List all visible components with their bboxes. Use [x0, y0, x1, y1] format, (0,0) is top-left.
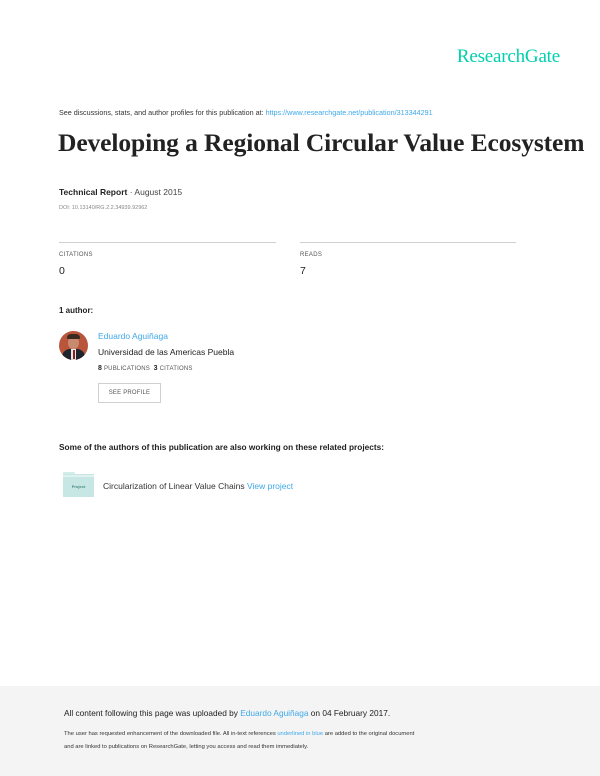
citations-label: CITATIONS: [59, 252, 93, 258]
publication-type-line: Technical Report · August 2015: [59, 187, 182, 197]
enhancement-note-line-1: The user has requested enhancement of th…: [64, 731, 414, 737]
publication-url-link[interactable]: https://www.researchgate.net/publication…: [265, 108, 433, 117]
publication-title: Developing a Regional Circular Value Eco…: [58, 128, 585, 157]
folder-tab: [63, 472, 75, 475]
upload-footer: All content following this page was uplo…: [0, 686, 600, 776]
publication-date: August 2015: [134, 187, 183, 197]
author-institution: Universidad de las Americas Puebla: [98, 347, 235, 357]
folder-strip: [63, 475, 94, 477]
upload-suffix: on 04 February 2017.: [308, 708, 391, 718]
reads-divider: [300, 242, 516, 243]
date-separator: ·: [127, 187, 135, 197]
underlined-in-blue-text: underlined in blue: [277, 731, 324, 737]
researchgate-logo[interactable]: ResearchGate: [456, 46, 560, 67]
author-publications-label: PUBLICATIONS: [103, 366, 150, 372]
publication-doi: DOI: 10.13140/RG.2.2.34939.92962: [59, 205, 148, 211]
enhancement-note-line-2: and are linked to publications on Resear…: [64, 744, 309, 750]
project-item: Circularization of Linear Value Chains V…: [103, 481, 293, 491]
upload-prefix: All content following this page was uplo…: [64, 708, 241, 718]
note-suffix: are added to the original document: [323, 731, 415, 737]
project-folder-icon[interactable]: Project: [63, 472, 94, 497]
view-project-link[interactable]: View project: [246, 481, 294, 491]
see-profile-button[interactable]: SEE PROFILE: [98, 383, 161, 403]
author-publications-count: 8: [98, 365, 103, 372]
avatar-tie: [72, 350, 75, 359]
uploader-link[interactable]: Eduardo Aguiñaga: [240, 708, 309, 718]
folder-body: [63, 474, 94, 497]
reads-label: READS: [300, 252, 323, 258]
avatar-hair: [67, 334, 80, 339]
publication-type: Technical Report: [59, 187, 128, 197]
author-avatar[interactable]: [59, 331, 88, 360]
author-citations-label: CITATIONS: [159, 366, 193, 372]
citations-value: 0: [59, 265, 65, 277]
see-line-prefix: See discussions, stats, and author profi…: [59, 108, 266, 117]
reads-value: 7: [300, 265, 306, 277]
author-stats: 8 PUBLICATIONS 3 CITATIONS: [98, 365, 193, 372]
project-icon-label: Project: [71, 484, 86, 489]
project-title: Circularization of Linear Value Chains: [103, 481, 245, 491]
author-name-link[interactable]: Eduardo Aguiñaga: [98, 331, 168, 341]
avatar-face: [68, 336, 79, 349]
note-prefix: The user has requested enhancement of th…: [64, 731, 278, 737]
publication-source-line: See discussions, stats, and author profi…: [59, 108, 433, 117]
upload-info: All content following this page was uplo…: [64, 708, 390, 718]
author-citations-count: 3: [153, 365, 158, 372]
citations-divider: [59, 242, 276, 243]
related-projects-heading: Some of the authors of this publication …: [59, 442, 385, 452]
authors-heading: 1 author:: [59, 306, 94, 315]
